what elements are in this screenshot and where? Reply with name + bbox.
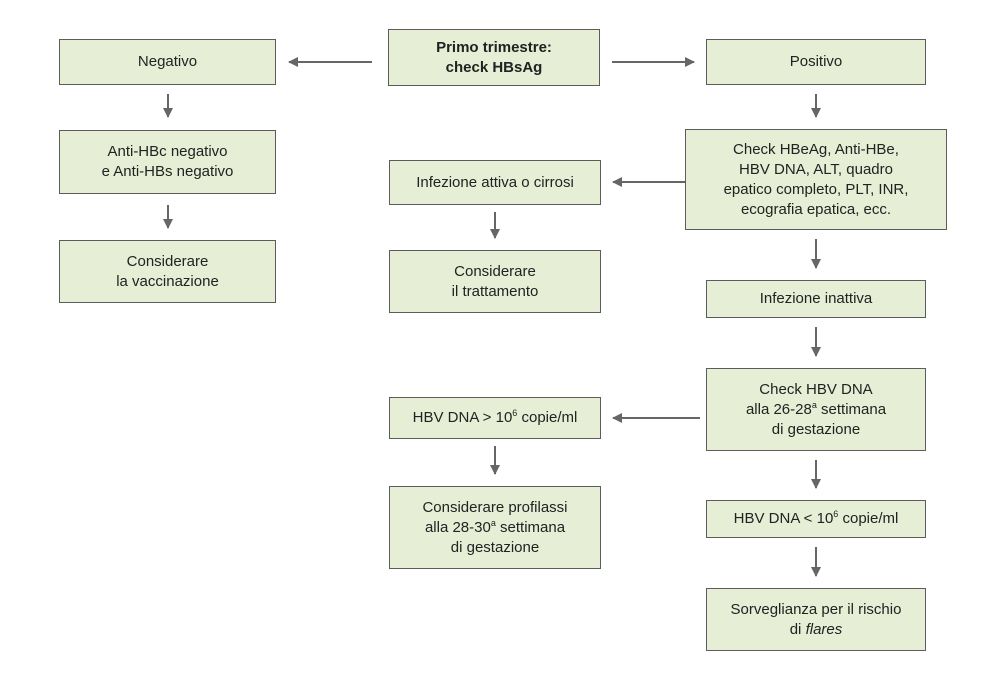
node-prophylaxis-line1: Considerare profilassi bbox=[422, 498, 568, 516]
node-anti-hbc: Anti-HBc negativo e Anti-HBs negativo bbox=[59, 130, 276, 194]
node-prophylaxis-line3: di gestazione bbox=[450, 538, 540, 556]
node-active-infection: Infezione attiva o cirrosi bbox=[389, 160, 601, 205]
node-prophylaxis: Considerare profilassi alla 28-30a setti… bbox=[389, 486, 601, 569]
node-start-line1: Primo trimestre: bbox=[436, 38, 552, 56]
node-anti-hbc-line2: e Anti-HBs negativo bbox=[101, 163, 234, 180]
node-vaccination-line2: la vaccinazione bbox=[116, 272, 219, 290]
node-surveillance: Sorveglianza per il rischio di flares bbox=[706, 588, 926, 651]
node-negative: Negativo bbox=[59, 39, 276, 85]
node-inactive-infection: Infezione inattiva bbox=[706, 280, 926, 318]
node-treatment-line2: il trattamento bbox=[451, 282, 539, 300]
node-check-dna-line2-pre: alla 26-28 bbox=[745, 400, 812, 418]
node-surveillance-line2-pre: di bbox=[789, 620, 806, 638]
node-dna-high-sup: 6 bbox=[512, 408, 518, 418]
node-anti-hbc-line1: Anti-HBc negativo bbox=[107, 143, 228, 160]
node-dna-low: HBV DNA < 106 copie/ml bbox=[706, 500, 926, 538]
node-prophylaxis-line2-sup: a bbox=[490, 517, 496, 528]
node-surveillance-line1: Sorveglianza per il rischio bbox=[730, 600, 902, 618]
node-check-hbeag: Check HBeAg, Anti-HBe, HBV DNA, ALT, qua… bbox=[685, 129, 947, 230]
node-check-hbeag-line1: Check HBeAg, Anti-HBe, bbox=[733, 140, 899, 158]
node-positive: Positivo bbox=[706, 39, 926, 85]
node-check-hbeag-line2: HBV DNA, ALT, quadro bbox=[739, 160, 893, 178]
node-dna-high: HBV DNA > 106 copie/ml bbox=[389, 397, 601, 439]
node-vaccination: Considerare la vaccinazione bbox=[59, 240, 276, 303]
node-positive-label: Positivo bbox=[789, 53, 843, 70]
node-check-dna-line2-post: settimana bbox=[816, 400, 887, 418]
node-dna-low-post: copie/ml bbox=[838, 510, 899, 527]
node-inactive-infection-label: Infezione inattiva bbox=[759, 290, 873, 307]
node-check-dna: Check HBV DNA alla 26-28a settimana di g… bbox=[706, 368, 926, 451]
node-negative-label: Negativo bbox=[137, 53, 198, 70]
node-check-dna-line1: Check HBV DNA bbox=[759, 380, 873, 398]
node-dna-low-pre: HBV DNA < 10 bbox=[733, 510, 834, 527]
node-vaccination-line1: Considerare bbox=[126, 252, 209, 270]
node-start-line2: check HBsAg bbox=[445, 58, 543, 76]
node-dna-low-sup: 6 bbox=[833, 509, 839, 519]
node-dna-high-post: copie/ml bbox=[517, 409, 578, 426]
node-check-hbeag-line4: ecografia epatica, ecc. bbox=[740, 200, 892, 218]
node-check-dna-line3: di gestazione bbox=[771, 420, 861, 438]
node-treatment: Considerare il trattamento bbox=[389, 250, 601, 313]
node-treatment-line1: Considerare bbox=[454, 262, 536, 280]
node-dna-high-pre: HBV DNA > 10 bbox=[412, 409, 513, 426]
node-surveillance-line2-em: flares bbox=[805, 620, 843, 638]
node-check-dna-line2-sup: a bbox=[811, 399, 817, 410]
node-active-infection-label: Infezione attiva o cirrosi bbox=[416, 173, 574, 191]
node-prophylaxis-line2-pre: alla 28-30 bbox=[424, 518, 491, 536]
node-start: Primo trimestre: check HBsAg bbox=[388, 29, 600, 86]
node-prophylaxis-line2-post: settimana bbox=[495, 518, 566, 536]
node-check-hbeag-line3: epatico completo, PLT, INR, bbox=[723, 180, 909, 198]
